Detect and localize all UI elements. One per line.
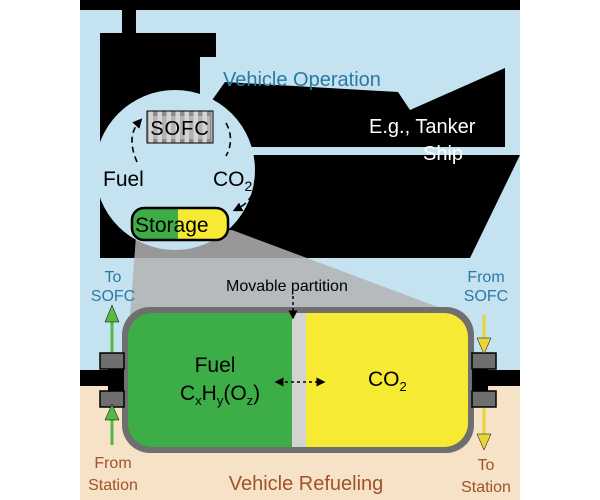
storage-tank [122,307,474,453]
left-valve [99,352,125,408]
from-station-arrow [104,403,120,445]
tank-co2-label: CO2 [368,368,407,394]
movable-partition-label: Movable partition [226,278,348,295]
fuel-cycle-arrow [131,118,143,163]
right-valve [471,352,497,408]
fuel-label: Fuel [103,168,144,191]
projection-cone [130,230,462,316]
co2-cycle-arrow [225,122,232,157]
storage-label: Storage [135,214,209,237]
fuel-formula: CxHy(Oz) [180,382,260,408]
vehicle-refueling-title: Vehicle Refueling [229,473,384,495]
to-sofc-label-line1: To [105,269,122,286]
vehicle-operation-title: Vehicle Operation [223,69,381,91]
example-line-2: Ship [423,143,463,165]
to-station-arrow [476,408,492,451]
co2-to-storage-arrow [232,194,253,212]
sofc-label: SOFC [150,118,210,140]
to-sofc-arrow [104,304,120,352]
from-sofc-arrow [476,315,492,355]
from-sofc-label-line1: From [467,269,504,286]
from-station-label-line2: Station [88,477,138,494]
from-sofc-label-line2: SOFC [464,288,508,305]
storage-pill: Storage [130,206,230,242]
from-station-label-line1: From [94,455,131,472]
to-sofc-label-line2: SOFC [91,288,135,305]
to-station-label-line1: To [478,457,495,474]
tank-fuel-label: Fuel [195,354,236,377]
example-line-1: E.g., Tanker [369,116,476,138]
co2-label: CO2 [213,168,253,194]
to-station-label-line2: Station [461,479,511,496]
top-border [80,0,520,10]
